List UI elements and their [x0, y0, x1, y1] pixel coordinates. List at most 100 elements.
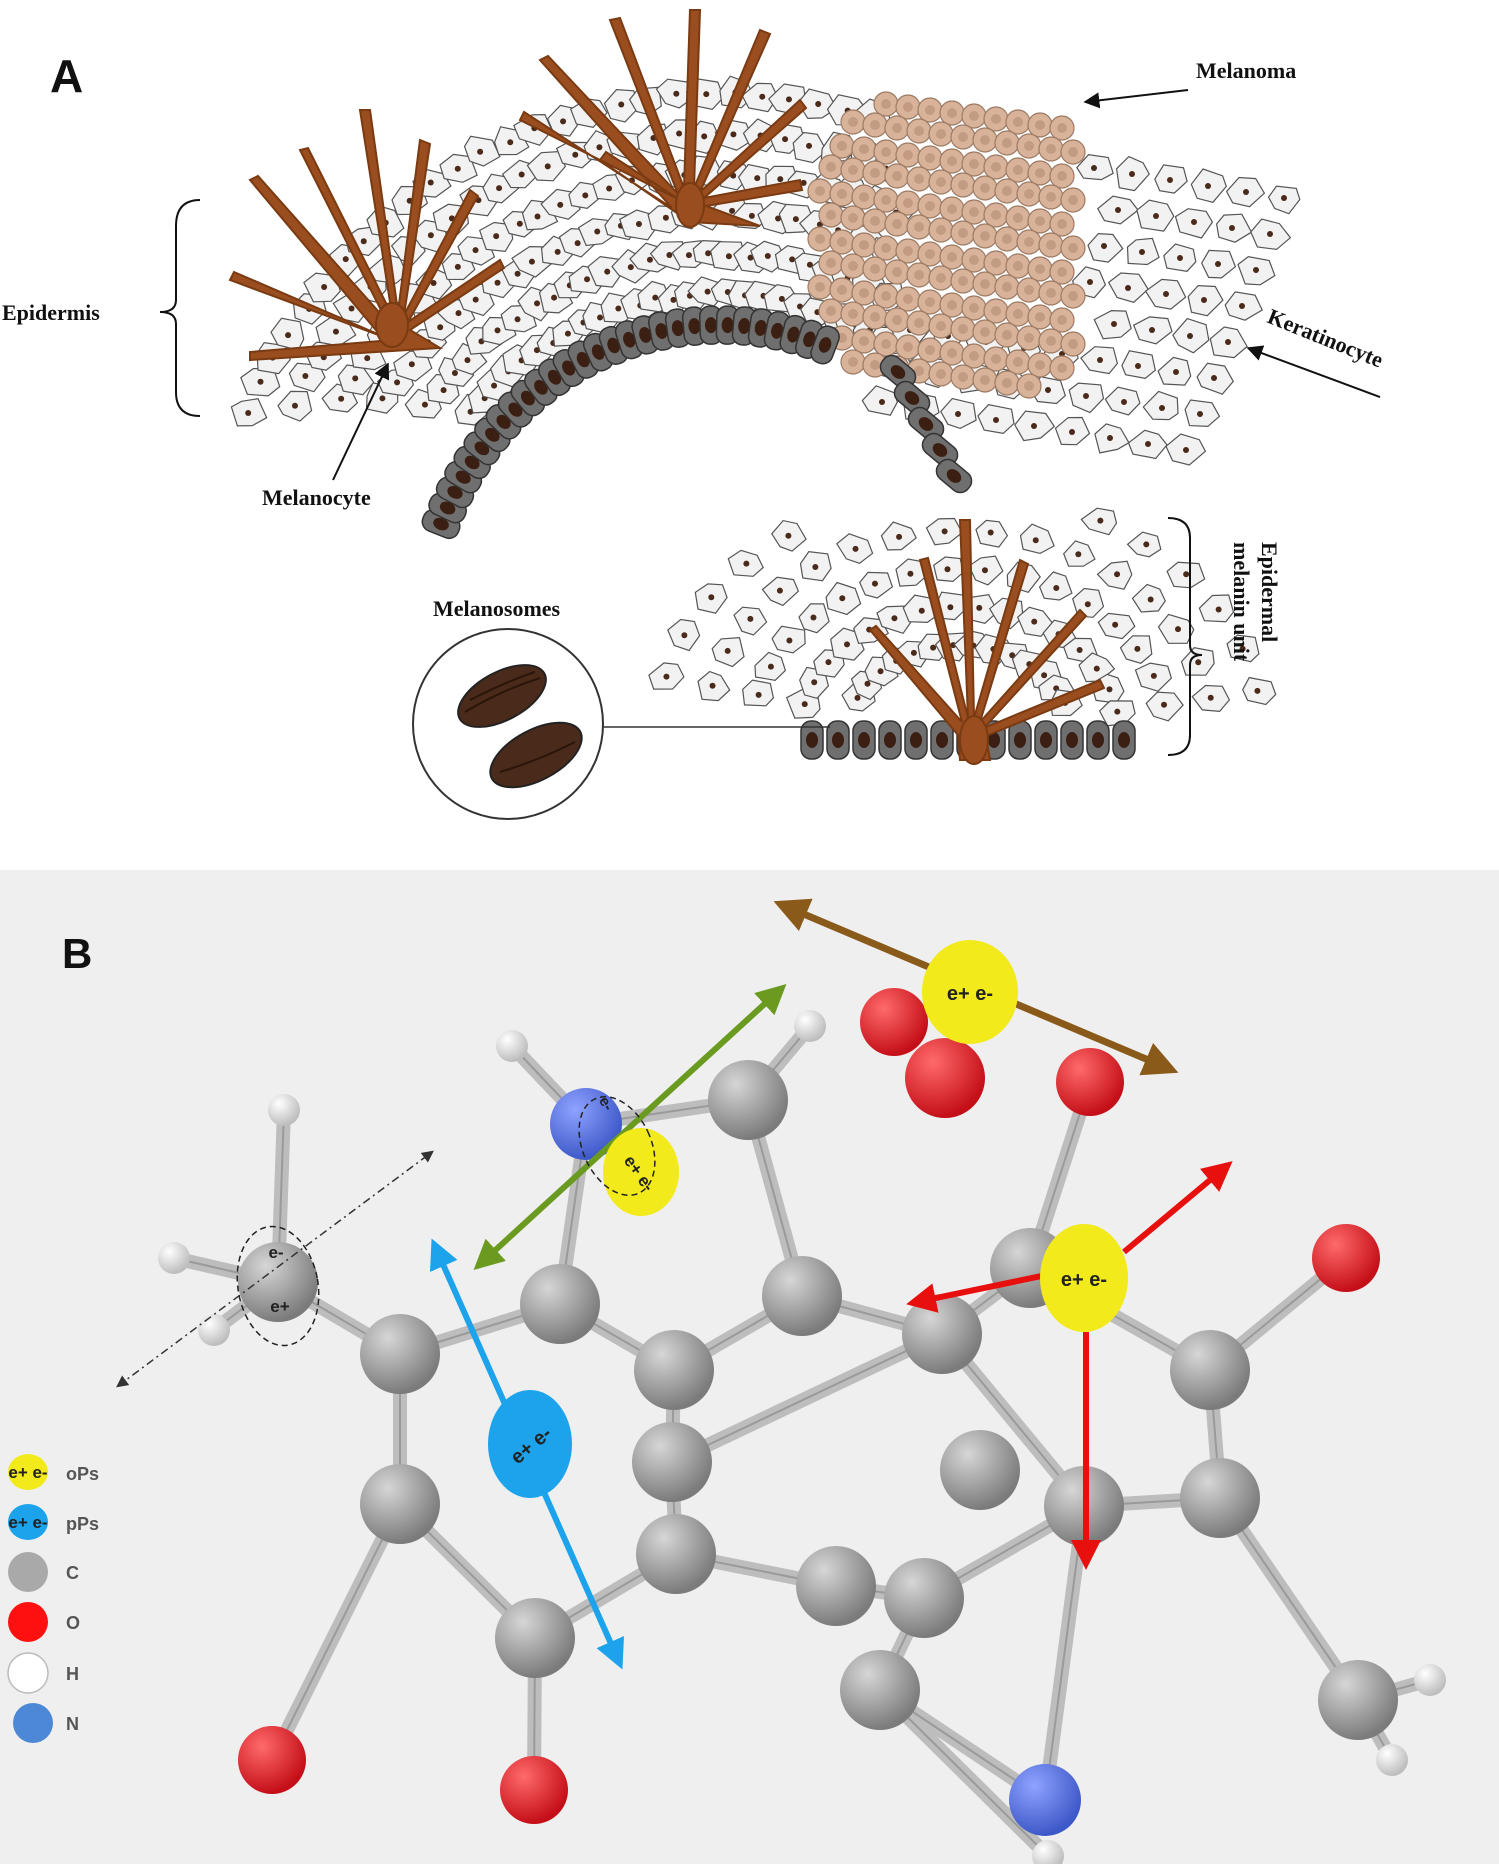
keratinocyte-nucleus	[1087, 279, 1093, 285]
keratinocyte-nucleus	[701, 133, 708, 140]
basal-cell	[826, 720, 850, 760]
keratinocyte-nucleus	[1215, 261, 1221, 267]
melanoma-nucleus	[892, 219, 902, 229]
keratinocyte-nucleus	[981, 567, 988, 574]
keratinocyte-nucleus	[1045, 387, 1051, 393]
legend-oxygen: O	[8, 1602, 80, 1642]
keratinocyte-nucleus	[493, 233, 500, 240]
atom-c	[940, 1430, 1020, 1510]
keratinocyte-nucleus	[811, 679, 818, 686]
melanoma-nucleus	[859, 240, 869, 250]
melanoma-cluster	[807, 91, 1086, 399]
keratinocyte-nucleus	[789, 256, 796, 263]
melanoma-nucleus	[991, 258, 1001, 268]
legend-hydrogen-label: H	[66, 1664, 79, 1684]
melanoma-nucleus	[936, 129, 946, 139]
melanoma-nucleus	[870, 168, 880, 178]
melanoma-nucleus	[870, 120, 880, 130]
basal-cell	[1112, 720, 1136, 760]
keratinocyte-nucleus	[1083, 393, 1089, 399]
melanoma-nucleus	[859, 288, 869, 298]
melanoma-nucleus	[903, 150, 913, 160]
keratinocyte-nucleus	[1076, 646, 1083, 653]
melanoma-nucleus	[1002, 138, 1012, 148]
melanoma-nucleus	[980, 327, 990, 337]
melanoma-nucleus	[1035, 264, 1045, 274]
keratinocyte-nucleus	[496, 185, 503, 192]
legend-nitrogen-label: N	[66, 1714, 79, 1734]
melanoma-nucleus	[1002, 234, 1012, 244]
keratinocyte-nucleus	[1195, 659, 1202, 666]
atom-h	[1414, 1664, 1446, 1696]
melanoma-nucleus	[925, 105, 935, 115]
melanoma-label: Melanoma	[1196, 58, 1296, 83]
melanoma-nucleus	[980, 375, 990, 385]
keratinocyte-nucleus	[800, 179, 807, 186]
melanoma-nucleus	[1035, 168, 1045, 178]
keratinocyte-nucleus	[557, 201, 564, 208]
keratinocyte-nucleus	[574, 240, 581, 247]
melanoma-nucleus	[826, 306, 836, 316]
keratinocyte-nucleus	[947, 604, 954, 611]
keratinocyte-nucleus	[1161, 701, 1168, 708]
melanoma-nucleus	[892, 267, 902, 277]
keratinocyte-nucleus	[1114, 708, 1121, 715]
keratinocyte-nucleus	[663, 673, 670, 680]
ops-top-label: e+ e-	[947, 983, 993, 1005]
melanoma-arrow	[1083, 89, 1189, 109]
keratinocyte-nucleus	[676, 130, 683, 137]
keratinocyte-nucleus	[554, 248, 561, 255]
melanoma-nucleus	[991, 114, 1001, 124]
keratinocyte-nucleus	[759, 93, 766, 100]
basal-cell	[1008, 720, 1032, 760]
melanoma-nucleus	[991, 162, 1001, 172]
melanoma-nucleus	[914, 366, 924, 376]
keratinocyte-nucleus	[1032, 537, 1039, 544]
melanoma-nucleus	[1046, 240, 1056, 250]
basal-cell	[852, 720, 876, 760]
melanoma-nucleus	[969, 303, 979, 313]
keratinocyte-nucleus	[1093, 665, 1100, 672]
keratinocyte-nucleus	[844, 641, 851, 648]
melanoma-nucleus	[980, 279, 990, 289]
atom-c	[632, 1422, 712, 1502]
keratinocyte-nucleus	[955, 411, 961, 417]
ops-nitrogen: e+ e-	[603, 1128, 679, 1216]
keratinocyte-nucleus	[1197, 411, 1203, 417]
keratinocyte-nucleus	[987, 529, 994, 536]
keratinocyte-nucleus	[514, 270, 521, 277]
melanoma-nucleus	[1035, 120, 1045, 130]
atom-c	[884, 1558, 964, 1638]
melanoma-nucleus	[892, 315, 902, 325]
keratinocyte-nucleus	[1183, 571, 1190, 578]
melanoma-nucleus	[936, 273, 946, 283]
keratinocyte-nucleus	[291, 402, 298, 409]
melanoma-nucleus	[1035, 216, 1045, 226]
legend-ops-label: oPs	[66, 1464, 99, 1484]
melanoma-nucleus	[837, 189, 847, 199]
ops-main-label: e+ e-	[1061, 1269, 1107, 1291]
melanoma-nucleus	[1013, 165, 1023, 175]
legend-nitrogen: N	[13, 1703, 79, 1743]
keratinocyte-nucleus	[729, 207, 736, 214]
melanoma-nucleus	[1024, 189, 1034, 199]
keratinocyte-nucleus	[245, 409, 252, 416]
pps-blob: e+ e-	[488, 1390, 572, 1498]
keratinocyte-nucleus	[635, 221, 642, 228]
melanoma-nucleus	[848, 357, 858, 367]
panel-b-molecule-diagram: B e+ e- e+ e- e+ e- e+ e- e- e+ e-	[0, 870, 1499, 1869]
melanoma-nucleus	[947, 108, 957, 118]
keratinocyte-nucleus	[528, 258, 535, 265]
keratinocyte-nucleus	[1267, 231, 1273, 237]
melanoma-nucleus	[969, 351, 979, 361]
melanoma-nucleus	[947, 300, 957, 310]
basal-cell-layer	[421, 305, 1136, 760]
keratinocyte-nucleus	[427, 232, 434, 239]
keratinocyte-nucleus	[864, 680, 871, 687]
panel-b-letter: B	[62, 930, 92, 977]
melanoma-nucleus	[980, 231, 990, 241]
keratinocyte-nucleus	[778, 295, 785, 302]
melanoma-nucleus	[980, 135, 990, 145]
melanoma-nucleus	[914, 222, 924, 232]
keratinocyte-nucleus	[534, 213, 541, 220]
